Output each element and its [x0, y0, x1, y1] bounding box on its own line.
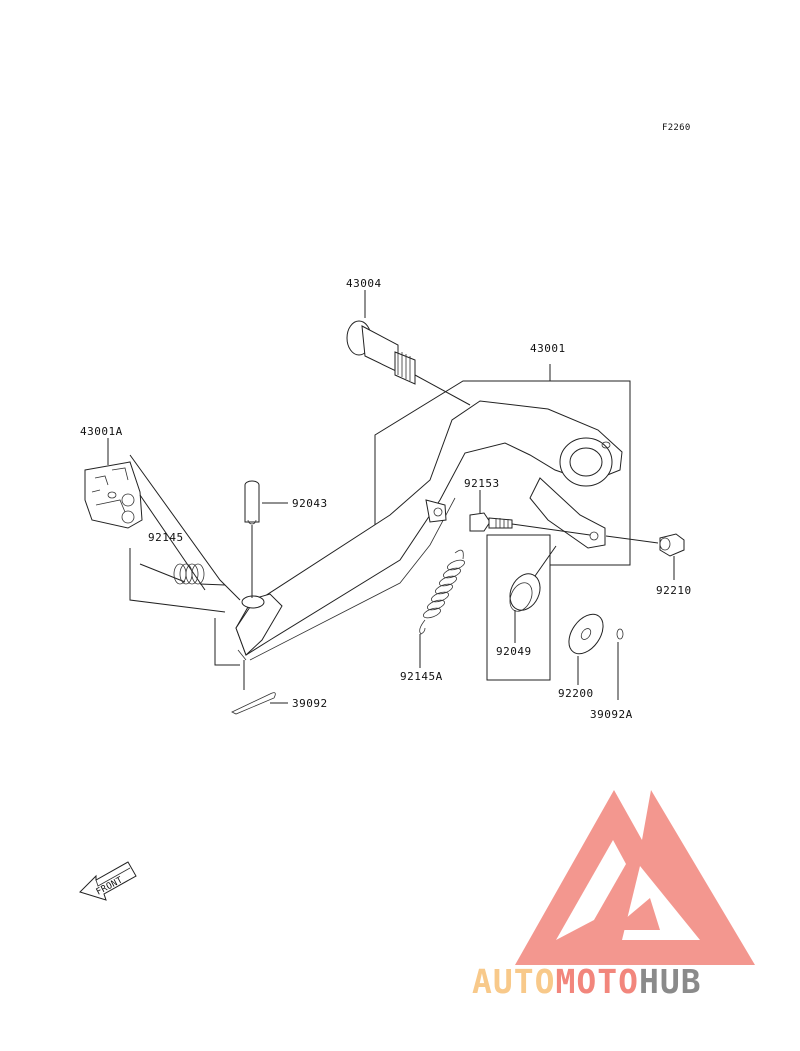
- brake-pedal-shaft: [346, 290, 471, 406]
- washer: [568, 613, 604, 685]
- torsion-spring: [129, 548, 240, 666]
- bolt: [469, 490, 591, 536]
- label-92043: 92043: [292, 497, 328, 510]
- label-92153: 92153: [464, 477, 500, 490]
- collar: [605, 533, 685, 580]
- wordmark-moto: MOTO: [555, 962, 638, 1001]
- pin: [244, 480, 288, 598]
- cotter-pin-large: [231, 660, 288, 715]
- brake-pedal: [235, 400, 623, 661]
- label-43004: 43004: [346, 277, 382, 290]
- diagram-code: F2260: [662, 123, 691, 133]
- wordmark-auto: AUTO: [472, 962, 555, 1001]
- label-39092: 39092: [292, 697, 328, 710]
- label-92210: 92210: [656, 584, 692, 597]
- pedal-tip: [84, 438, 241, 601]
- label-43001A: 43001A: [80, 425, 123, 438]
- automotohub-wordmark: AUTOMOTOHUB: [472, 962, 702, 1001]
- seal: [509, 545, 557, 643]
- wordmark-hub: HUB: [639, 962, 702, 1001]
- cotter-pin-small: [616, 628, 624, 700]
- label-92145A: 92145A: [400, 670, 443, 683]
- front-arrow-icon: FRONT: [79, 861, 137, 901]
- label-43001: 43001: [530, 342, 566, 355]
- label-39092A: 39092A: [590, 708, 633, 721]
- label-92145: 92145: [148, 531, 184, 544]
- label-92049: 92049: [496, 645, 532, 658]
- automotohub-logo: [515, 790, 755, 965]
- label-92200: 92200: [558, 687, 594, 700]
- svg-text:AUTOMOTOHUB: AUTOMOTOHUB: [472, 962, 702, 1001]
- return-spring: [419, 549, 465, 668]
